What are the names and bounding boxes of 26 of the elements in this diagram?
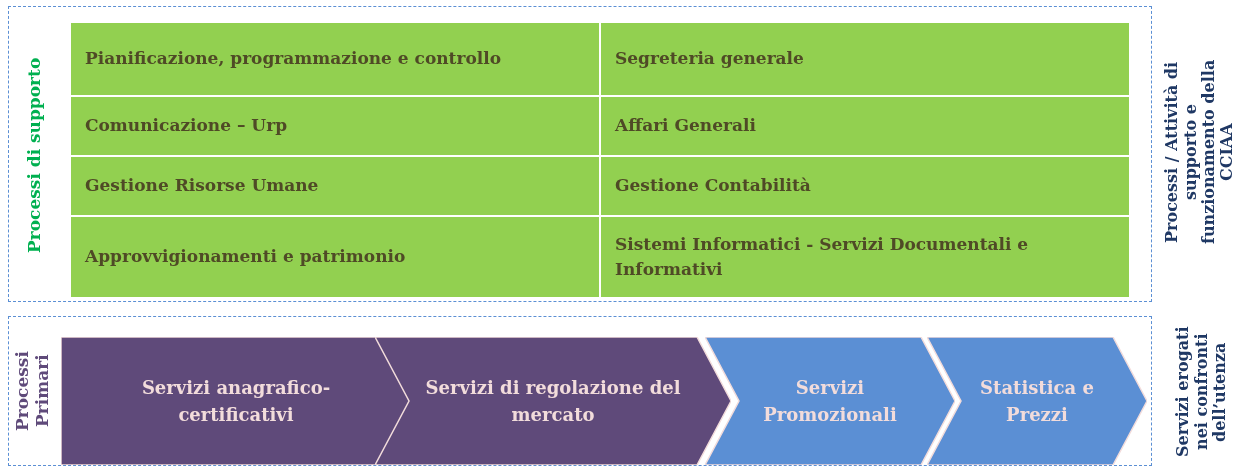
cell-text: Gestione Contabilità	[615, 174, 811, 198]
cell-text: Segreteria generale	[615, 47, 804, 71]
process-cell	[71, 23, 599, 95]
process-cell	[601, 23, 1129, 95]
dashed-panel	[8, 6, 1152, 302]
cell-text: Gestione Risorse Umane	[85, 174, 319, 198]
chevron-label: Servizi anagrafico-certificativi	[140, 376, 332, 427]
process-cell	[71, 97, 599, 155]
chevron-label: Servizi di regolazione del mercato	[424, 376, 682, 427]
process-cell	[601, 157, 1129, 215]
chevron-label: Servizi Promozionali	[762, 376, 898, 427]
side-caption: Servizi erogati nei confronti dell’utenza	[1172, 325, 1231, 460]
cell-text: Affari Generali	[615, 114, 756, 138]
process-cell	[71, 217, 599, 297]
process-cell	[601, 217, 1129, 297]
chevron-label: Statistica e Prezzi	[979, 376, 1095, 427]
vertical-heading: Processi Primari	[11, 350, 53, 433]
side-caption: Processi / Attività di supporto e funzionamento della CCIAA	[1161, 58, 1238, 247]
process-cell	[601, 97, 1129, 155]
cell-text: Pianificazione, programmazione e controllo	[85, 47, 502, 71]
cell-text: Comunicazione – Urp	[85, 114, 288, 138]
dashed-panel	[8, 316, 1152, 466]
vertical-heading: Processi di supporto	[23, 56, 46, 255]
cell-text: Sistemi Informatici - Servizi Documentali e Informativi	[615, 232, 1030, 281]
cell-text: Approvvigionamenti e patrimonio	[85, 245, 406, 269]
process-cell	[71, 157, 599, 215]
